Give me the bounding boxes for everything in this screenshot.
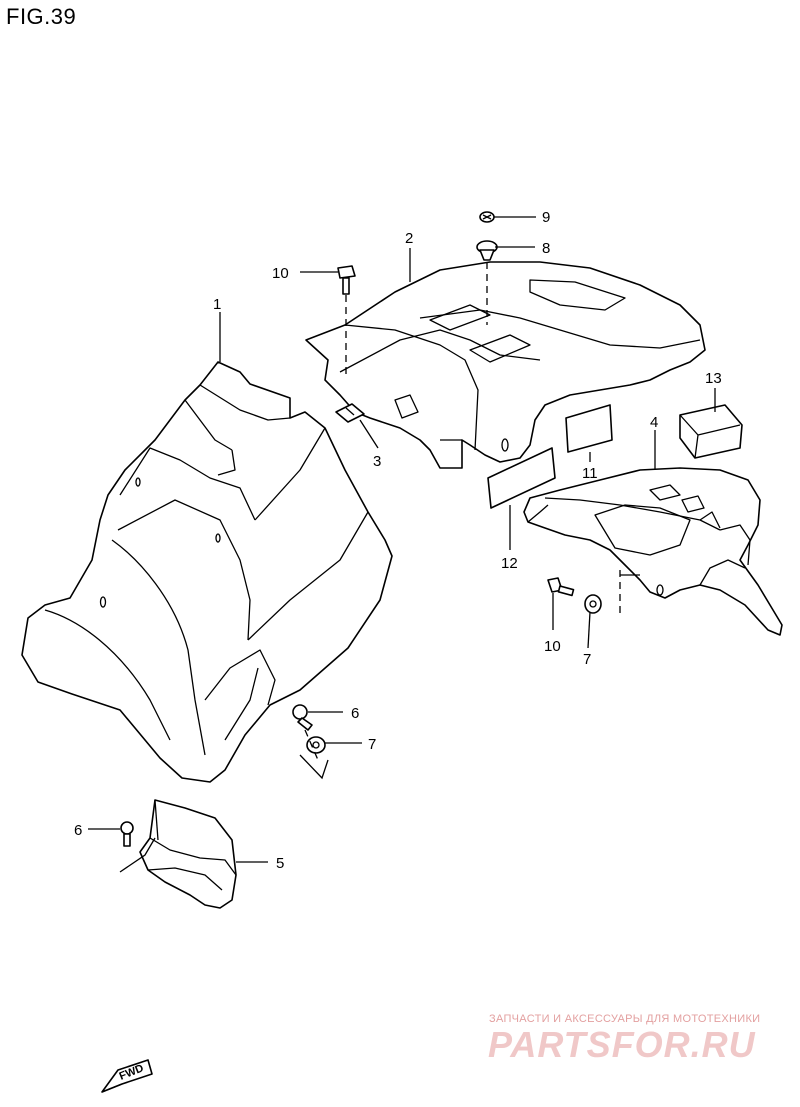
callout-7-lower: 7 — [583, 651, 591, 668]
callout-3: 3 — [373, 453, 381, 470]
fwd-arrow-icon: FWD — [101, 1059, 153, 1093]
assembly-centerlines — [304, 262, 621, 761]
part-11-reflector[interactable] — [565, 404, 613, 453]
part-3-nut[interactable] — [335, 403, 365, 423]
callout-2: 2 — [405, 230, 413, 247]
callout-9: 9 — [542, 209, 550, 226]
callout-6-lower: 6 — [74, 822, 82, 839]
part-6-bolt-upper[interactable] — [292, 704, 313, 731]
callout-7-upper: 7 — [368, 736, 376, 753]
callout-12: 12 — [501, 555, 518, 572]
part-9-screw[interactable] — [479, 211, 495, 223]
callout-5: 5 — [276, 855, 284, 872]
assembly-guides — [119, 574, 640, 873]
callout-10-upper: 10 — [272, 265, 289, 282]
part-12-reflector[interactable] — [487, 447, 556, 509]
part-7-washer-lower[interactable] — [584, 594, 602, 614]
part-7-washer-upper[interactable] — [306, 736, 326, 754]
callout-10-lower: 10 — [544, 638, 561, 655]
callout-6-upper: 6 — [351, 705, 359, 722]
part-10-bolt-lower[interactable] — [547, 577, 575, 597]
part-1-front-fender[interactable] — [21, 361, 393, 783]
part-10-bolt-upper[interactable] — [337, 265, 356, 295]
part-6-bolt-lower[interactable] — [120, 821, 134, 847]
part-5-mud-flap[interactable] — [139, 799, 237, 909]
callout-1: 1 — [213, 296, 221, 313]
callout-8: 8 — [542, 240, 550, 257]
figure-title: FIG.39 — [6, 4, 77, 29]
part-4-tail-bracket[interactable] — [523, 467, 783, 636]
callout-4: 4 — [650, 414, 658, 431]
callout-11: 11 — [582, 465, 598, 482]
part-2-rear-fender[interactable] — [305, 261, 706, 469]
watermark-caption: ЗАПЧАСТИ И АКСЕССУАРЫ ДЛЯ МОТОТЕХНИКИ — [489, 1013, 761, 1025]
leader-lines — [88, 216, 716, 863]
watermark-logo: PARTSFOR.RU — [488, 1024, 756, 1065]
callout-13: 13 — [705, 370, 722, 387]
part-8-grommet[interactable] — [476, 240, 498, 261]
part-13-reflector[interactable] — [679, 404, 743, 459]
